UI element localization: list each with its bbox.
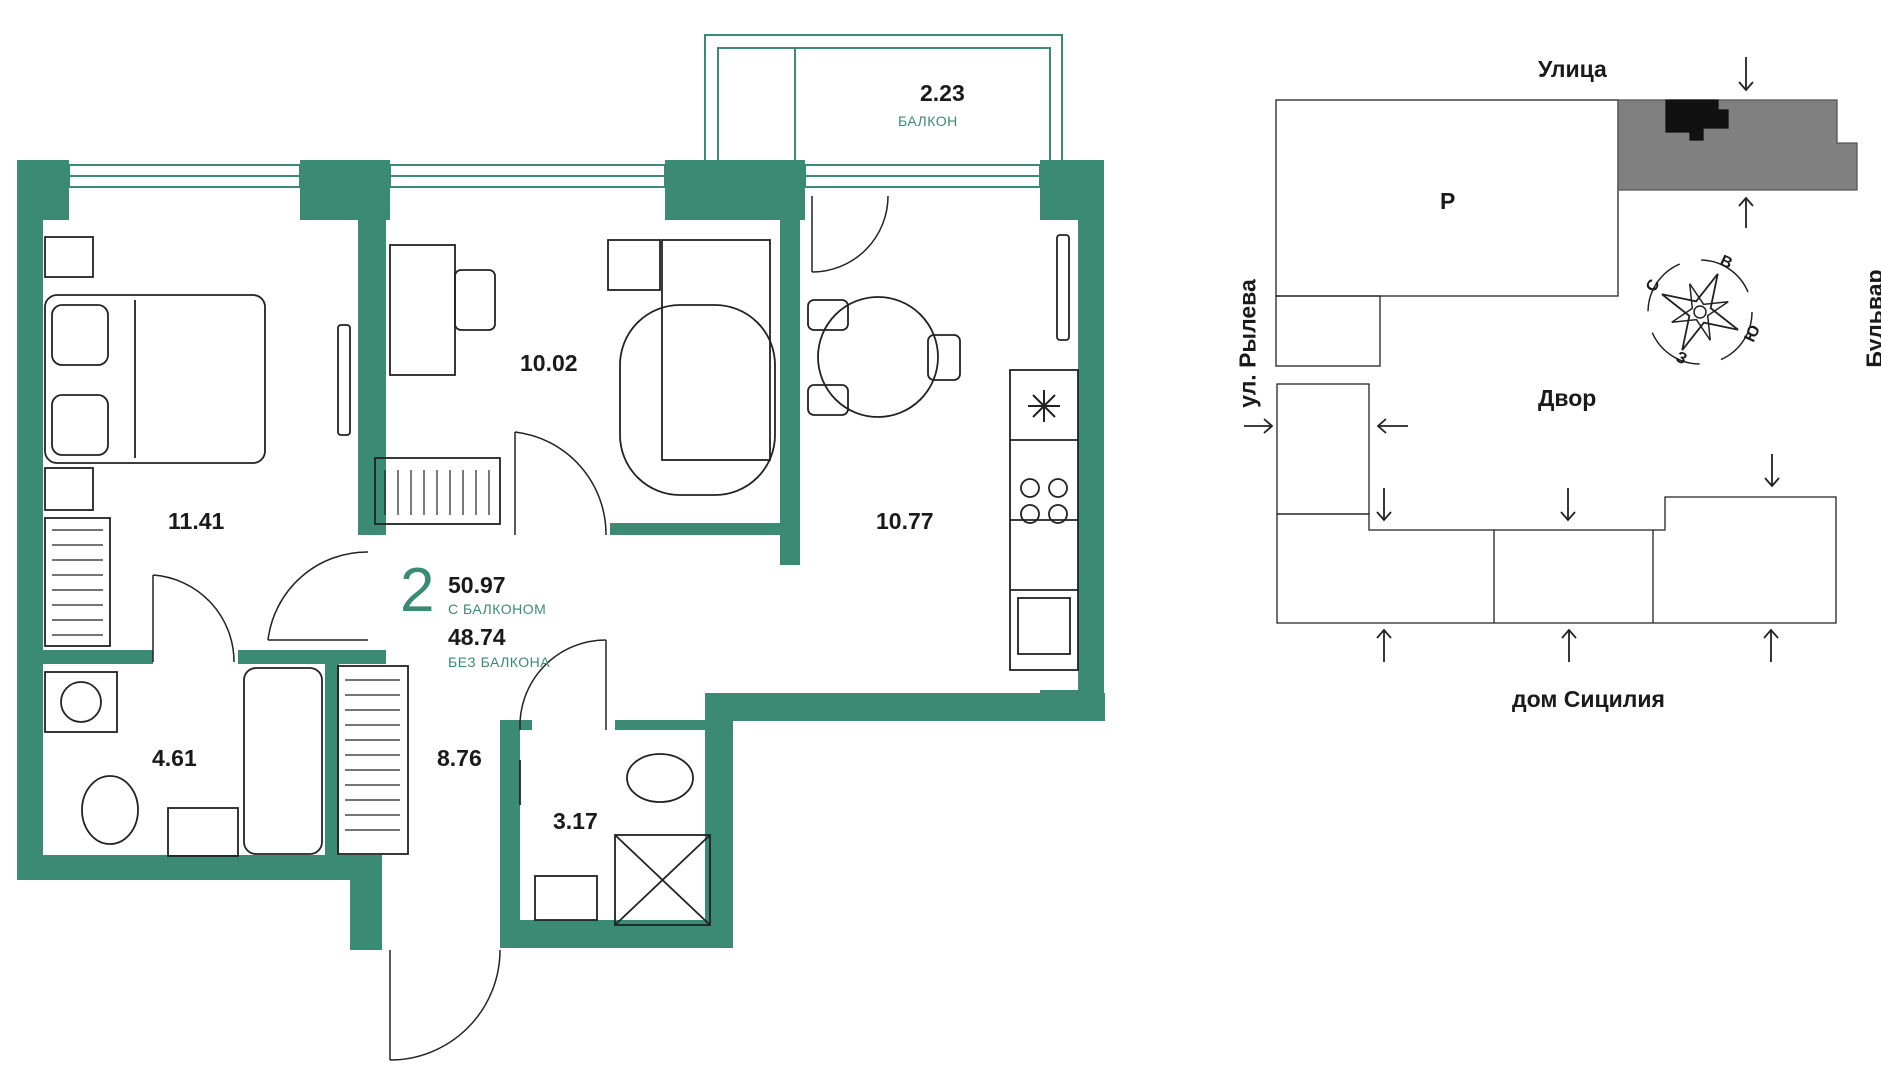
snowflake-icon [1028, 390, 1060, 422]
balcony-label: БАЛКОН [898, 113, 958, 129]
apartment-marker [1665, 99, 1729, 141]
doors [152, 195, 889, 1061]
courtyard-label: Двор [1538, 385, 1597, 411]
walls [17, 160, 1105, 950]
radiator-fins [52, 470, 490, 831]
street-top-label: Улица [1538, 56, 1607, 82]
site-plan [1275, 99, 1858, 624]
street-left-label: ул. Рылева [1234, 279, 1261, 408]
furniture [44, 234, 1079, 926]
entrance-arrow-icon [1244, 57, 1780, 662]
balcony-outline [704, 34, 1063, 163]
kids-room-area: 10.02 [520, 350, 578, 376]
area-without-balcony: 48.74 [448, 624, 506, 650]
hallway-area: 8.76 [437, 745, 482, 771]
street-right-label: Бульвар [1861, 269, 1881, 368]
balcony-area: 2.23 [920, 80, 965, 106]
highlighted-building [1617, 99, 1858, 191]
kitchen-area: 10.77 [876, 508, 934, 534]
rooms-count: 2 [400, 556, 435, 625]
without-balcony-label: БЕЗ БАЛКОНА [448, 654, 551, 670]
bedroom-area: 11.41 [168, 508, 225, 534]
area-with-balcony: 50.97 [448, 572, 506, 598]
toilet-area: 3.17 [553, 808, 598, 834]
parking-block [1275, 99, 1619, 297]
bathroom-area: 4.61 [152, 745, 197, 771]
bottom-building-label: дом Сицилия [1512, 686, 1665, 712]
with-balcony-label: С БАЛКОНОМ [448, 601, 547, 617]
windows [68, 164, 1041, 188]
compass-rose-icon [1647, 259, 1753, 365]
parking-label: Р [1440, 188, 1456, 214]
